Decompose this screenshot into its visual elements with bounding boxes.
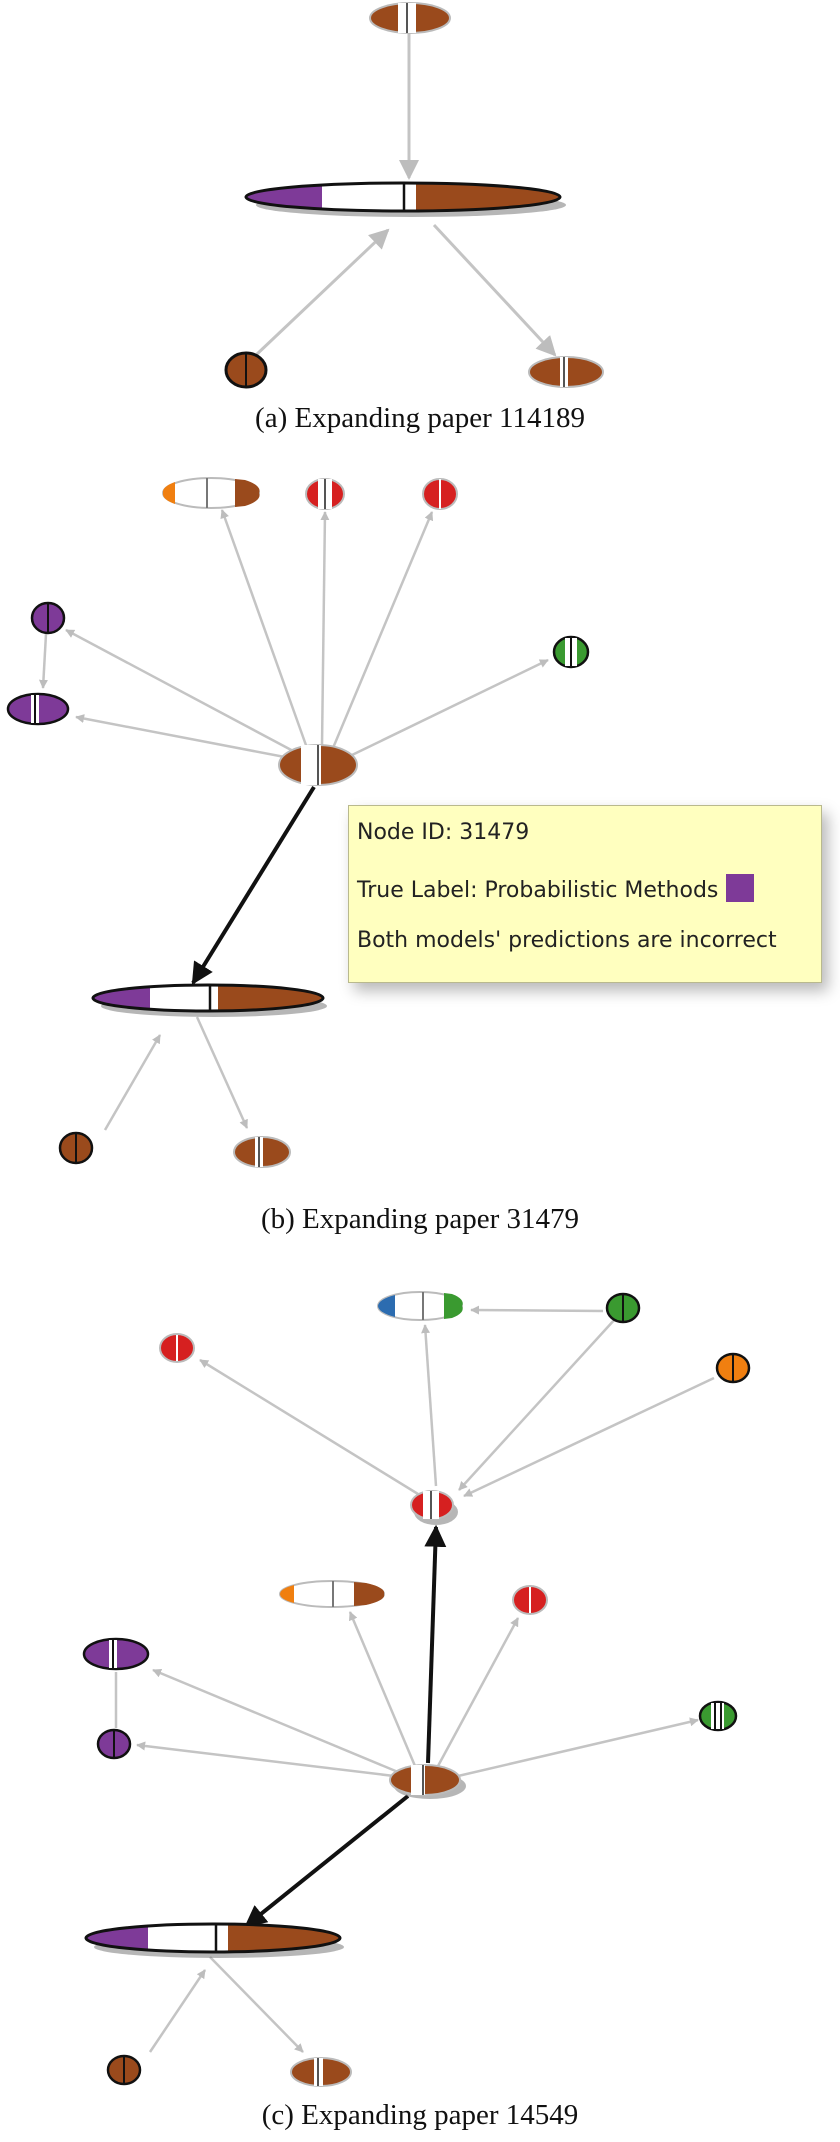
edge [65,628,296,754]
node-orange-white-brown[interactable] [162,477,260,509]
node-green[interactable] [552,635,590,669]
node-31479[interactable] [389,1764,466,1799]
edge [320,511,330,747]
node-red-white[interactable] [305,478,345,510]
label-color-swatch [726,874,755,902]
edge [254,228,390,357]
caption-c: (c) Expanding paper 14549 [261,2099,579,2131]
panel-c-graph [82,1291,751,2087]
highlighted-edge [191,785,316,985]
node-green[interactable] [605,1292,641,1324]
node-purple[interactable] [6,692,70,726]
edge [470,1305,604,1315]
expanded-node-14549[interactable] [410,1490,458,1525]
edge [75,714,291,760]
edge [209,1956,304,2053]
highlighted-edge [244,1794,410,1928]
node-red[interactable] [422,478,458,510]
tooltip-prediction-status: Both models' predictions are incorrect [357,928,777,953]
caption-a: (a) Expanding paper 114189 [255,402,585,434]
caption-b: (b) Expanding paper 31479 [260,1203,580,1235]
node-purple[interactable] [96,1728,132,1760]
node-green[interactable] [698,1700,738,1732]
edge [436,1617,520,1767]
edge [351,658,549,757]
edge [463,1376,715,1498]
highlighted-edge [424,1524,447,1764]
edge [199,1358,419,1496]
edge [103,1034,162,1131]
node-114189[interactable] [84,1922,344,1958]
edge [421,1324,438,1487]
edge [220,509,309,749]
node-114189[interactable] [90,982,328,1017]
node-purple[interactable] [82,1637,150,1671]
edge [152,1668,399,1774]
edge [458,1317,617,1491]
edge [432,223,557,357]
node-brown-bordered[interactable] [58,1131,94,1165]
node-brown[interactable] [528,356,604,388]
node-brown[interactable] [290,2057,352,2087]
expanded-node-31479[interactable] [278,744,358,786]
edge [457,1717,699,1778]
node-brown[interactable] [233,1136,291,1168]
node-purple[interactable] [30,601,66,635]
tooltip-true-label: True Label: Probabilistic Methods [357,878,719,903]
panel-a-graph [224,2,604,389]
expanded-node-114189[interactable] [240,180,566,217]
node-blue-white-green[interactable] [377,1291,463,1321]
edge [136,1741,395,1778]
node-tooltip: Node ID: 31479 True Label: Probabilistic… [348,805,822,983]
node-red[interactable] [512,1585,548,1615]
node-brown-bordered[interactable] [224,351,268,389]
edge [148,1969,207,2053]
edge [38,633,48,689]
tooltip-node-id: Node ID: 31479 [357,820,530,845]
node-brown[interactable] [369,2,451,34]
edge [331,511,434,749]
tooltip-true-label-row: True Label: Probabilistic Methods [357,874,755,903]
node-red[interactable] [159,1333,195,1363]
node-orange[interactable] [715,1352,751,1384]
edge [195,1016,249,1129]
node-orange-white-brown[interactable] [279,1580,385,1608]
node-brown-bordered[interactable] [106,2054,142,2086]
edge [348,1611,417,1767]
panel-b-graph [6,477,590,1168]
